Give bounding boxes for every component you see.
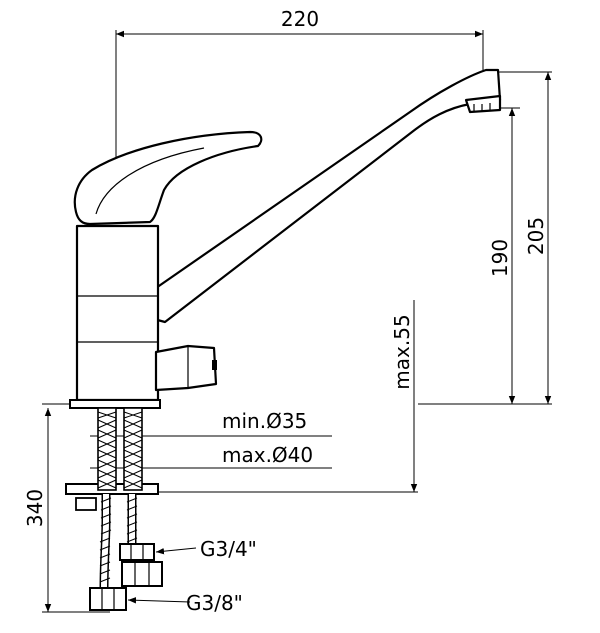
dim-hole-min-label: min.Ø35 bbox=[222, 409, 307, 433]
fitting-callouts: G3/4" G3/8" bbox=[127, 537, 257, 615]
faucet-lever bbox=[73, 130, 263, 226]
dim-hole-max-label: max.Ø40 bbox=[222, 443, 313, 467]
faucet-spout bbox=[148, 68, 502, 324]
dim-max55-label: max.55 bbox=[390, 314, 414, 389]
faucet-body bbox=[75, 224, 218, 402]
dim-hose: 340 bbox=[23, 403, 110, 613]
dim-width: 220 bbox=[115, 7, 484, 158]
dim-hole: min.Ø35 max.Ø40 bbox=[90, 409, 332, 469]
fittings bbox=[75, 497, 163, 611]
dim-205-label: 205 bbox=[524, 217, 548, 255]
flex-hoses bbox=[97, 407, 143, 591]
fitting-g38-label: G3/8" bbox=[186, 591, 243, 615]
dim-heights: 190 205 bbox=[418, 71, 552, 405]
dim-width-label: 220 bbox=[281, 7, 319, 31]
dim-340-label: 340 bbox=[23, 489, 47, 527]
fitting-g34-label: G3/4" bbox=[200, 537, 257, 561]
dim-190-label: 190 bbox=[488, 239, 512, 277]
dim-max-deck: max.55 bbox=[150, 300, 418, 493]
